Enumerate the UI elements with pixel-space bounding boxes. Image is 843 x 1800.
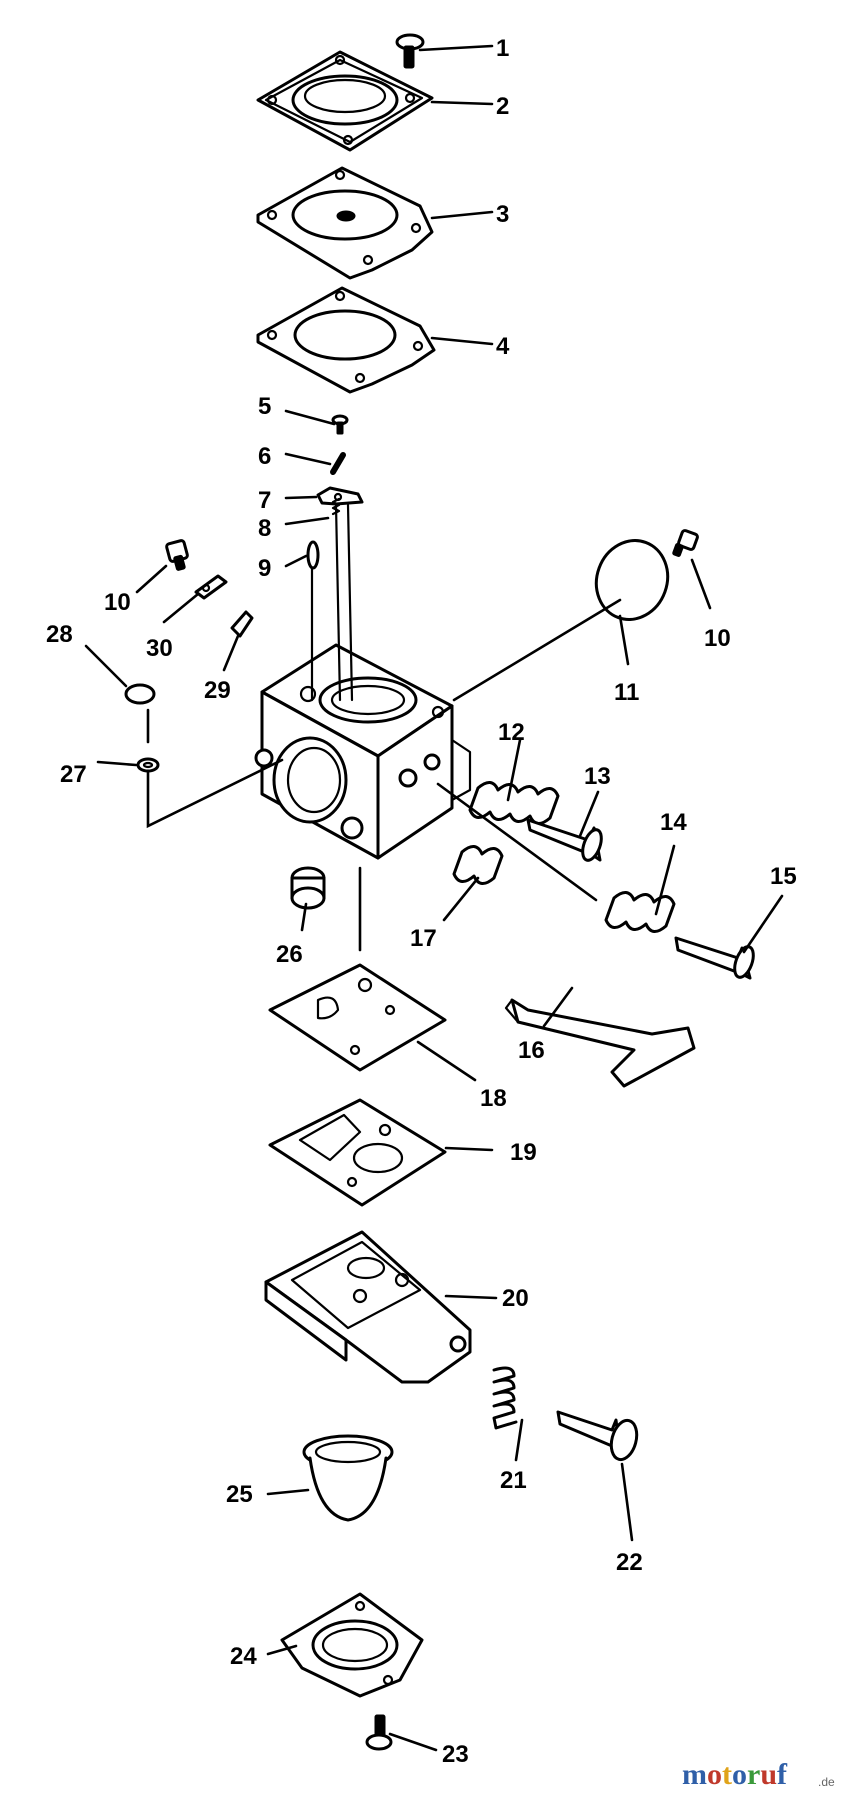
callout-19: 19 — [510, 1139, 537, 1166]
callout-3: 3 — [496, 201, 509, 228]
callout-labels: 1 2 3 4 5 6 7 8 9 10 10 11 12 13 14 15 1… — [46, 35, 797, 1768]
part-6-pin — [330, 452, 346, 475]
part-23-screw — [365, 1714, 393, 1751]
part-9-needle — [306, 540, 320, 570]
motoruf-watermark-logo: motoruf .de — [682, 1758, 835, 1791]
callout-6: 6 — [258, 443, 271, 470]
watermark-letter: u — [760, 1758, 777, 1791]
callout-8: 8 — [258, 515, 271, 542]
part-10-screw-left — [165, 539, 189, 571]
part-12-spring — [468, 781, 560, 825]
callout-7: 7 — [258, 487, 271, 514]
part-13-needle-screw — [526, 818, 603, 862]
part-24-retainer-plate — [280, 1592, 424, 1698]
watermark-letter: t — [722, 1758, 732, 1791]
watermark-tld: .de — [818, 1775, 835, 1789]
part-28-o-ring — [124, 683, 156, 705]
callout-2: 2 — [496, 93, 509, 120]
watermark-letter: m — [682, 1758, 707, 1791]
part-19-diaphragm — [268, 1098, 447, 1207]
callout-20: 20 — [502, 1285, 529, 1312]
callout-13: 13 — [584, 763, 611, 790]
part-20-pump-cover — [264, 1230, 472, 1384]
callout-11: 11 — [614, 679, 639, 706]
part-10-screw-right — [672, 529, 699, 557]
callout-10-left: 10 — [104, 589, 131, 616]
part-18-gasket — [268, 963, 447, 1072]
callout-1: 1 — [496, 35, 509, 62]
callout-27: 27 — [60, 761, 87, 788]
callout-28: 28 — [46, 621, 73, 648]
part-17-spring — [452, 845, 504, 885]
part-26-plug — [290, 866, 326, 910]
callout-12: 12 — [498, 719, 525, 746]
callout-10-right: 10 — [704, 625, 731, 652]
callout-15: 15 — [770, 863, 797, 890]
callout-21: 21 — [500, 1467, 527, 1494]
watermark-letter: o — [707, 1758, 722, 1791]
callout-23: 23 — [442, 1741, 469, 1768]
part-27-o-ring — [136, 757, 160, 773]
callout-5: 5 — [258, 393, 271, 420]
callout-29: 29 — [204, 677, 231, 704]
part-2-cover-plate — [256, 50, 434, 152]
part-25-fuel-cup — [302, 1434, 394, 1522]
callout-22: 22 — [616, 1549, 643, 1576]
callout-30: 30 — [146, 635, 173, 662]
part-4-gasket — [256, 286, 436, 394]
part-21-spring — [492, 1366, 518, 1430]
watermark-letter: f — [777, 1758, 788, 1791]
watermark-letter: r — [747, 1758, 760, 1791]
part-30-clip — [194, 574, 228, 600]
carburetor-body — [254, 643, 472, 860]
part-16-lever-plate — [504, 998, 696, 1088]
part-14-spring — [604, 891, 676, 933]
part-29-clip — [230, 610, 254, 638]
callout-4: 4 — [496, 333, 510, 360]
callout-9: 9 — [258, 555, 271, 582]
part-15-needle-screw — [674, 936, 755, 980]
part-22-screw — [556, 1410, 639, 1462]
part-1-screw — [395, 33, 425, 69]
callout-25: 25 — [226, 1481, 253, 1508]
watermark-letter: o — [732, 1758, 747, 1791]
callout-17: 17 — [410, 925, 437, 952]
callout-24: 24 — [230, 1643, 257, 1670]
part-5-screw — [331, 414, 349, 435]
callout-14: 14 — [660, 809, 687, 836]
callout-16: 16 — [518, 1037, 545, 1064]
leader-lines — [84, 44, 784, 1752]
callout-26: 26 — [276, 941, 303, 968]
svg-text:motoruf: motoruf — [682, 1758, 788, 1791]
callout-18: 18 — [480, 1085, 507, 1112]
part-3-diaphragm — [256, 166, 434, 280]
part-11-disc — [594, 539, 670, 621]
part-7-lever — [316, 486, 364, 506]
